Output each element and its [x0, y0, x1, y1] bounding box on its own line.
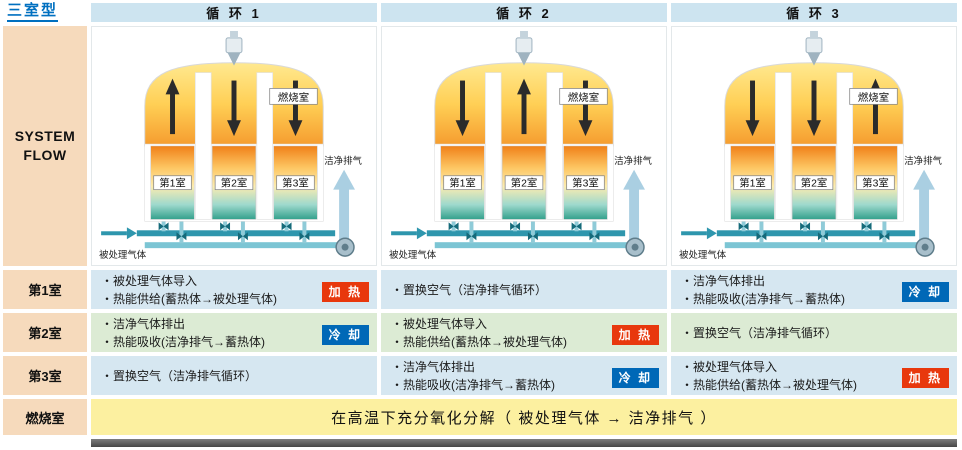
system-flow-label: SYSTEM FLOW — [3, 26, 87, 266]
combustion-row-text: 在高温下充分氧化分解（ 被处理气体 → 洁净排气 ） — [91, 399, 957, 435]
cool-badge: 冷 却 — [611, 368, 659, 388]
cell-line: ・热能吸收(洁净排气→蓄热体) — [391, 377, 555, 392]
page-title-text: 三室型 — [7, 3, 59, 22]
raw-gas-label: 被处理气体 — [389, 249, 437, 260]
raw-gas-label: 被处理气体 — [679, 249, 727, 260]
chamber-label: 第2室 — [801, 177, 828, 190]
cool-badge: 冷 却 — [901, 282, 949, 302]
table-cell: ・被处理气体导入・热能供给(蓄热体→被处理气体) 加 热 — [671, 356, 957, 395]
burner-icon — [225, 37, 243, 54]
burner-icon — [805, 37, 823, 54]
combustion-chamber-label: 燃烧室 — [278, 91, 309, 104]
chamber-label: 第2室 — [511, 177, 538, 190]
cell-line: ・洁净气体排出 — [101, 316, 186, 331]
cycle-1-header: 循 环 1 — [91, 3, 377, 22]
row-label-combustion: 燃烧室 — [3, 399, 87, 435]
raw-gas-inlet-arrow — [101, 231, 127, 236]
cell-line: ・洁净气体排出 — [681, 273, 766, 288]
cell-line: ・置换空气（洁净排气循环） — [391, 282, 548, 297]
table-cell: ・被处理气体导入・热能供给(蓄热体→被处理气体) 加 热 — [381, 313, 667, 352]
chamber-label: 第2室 — [221, 177, 248, 190]
row-label-chamber-3: 第3室 — [3, 356, 87, 395]
cell-line: ・热能供给(蓄热体→被处理气体) — [101, 291, 277, 306]
cool-badge: 冷 却 — [321, 325, 369, 345]
row-label-chamber-1: 第1室 — [3, 270, 87, 309]
clean-exhaust-arrow — [629, 187, 640, 244]
clean-exhaust-label: 洁净排气 — [614, 155, 652, 166]
chamber-label: 第1室 — [449, 177, 476, 190]
system-flow-line1: SYSTEM — [14, 128, 76, 145]
raw-gas-inlet-arrow — [681, 231, 707, 236]
supply-pipe — [426, 230, 626, 237]
cell-line: ・热能吸收(洁净排气→蓄热体) — [681, 291, 845, 306]
furnace-diagram-cycle-2: 第1室 第2室 第3室 燃烧室洁净排气被处理气体 — [381, 26, 667, 266]
table-cell: ・洁净气体排出・热能吸收(洁净排气→蓄热体) 冷 却 — [91, 313, 377, 352]
chamber-label: 第1室 — [739, 177, 766, 190]
supply-pipe — [136, 230, 336, 237]
page-title: 三室型 — [3, 3, 87, 22]
heat-badge: 加 热 — [901, 368, 949, 388]
combustion-chamber-label: 燃烧室 — [858, 91, 889, 104]
heat-badge: 加 热 — [611, 325, 659, 345]
exhaust-pipe — [724, 242, 926, 249]
furnace-diagram-cycle-1: 第1室 第2室 第3室 燃烧室洁净排气被处理气体 — [91, 26, 377, 266]
chamber-label: 第1室 — [159, 177, 186, 190]
clean-exhaust-label: 洁净排气 — [324, 155, 362, 166]
heat-badge: 加 热 — [321, 282, 369, 302]
table-cell: ・洁净气体排出・热能吸收(洁净排气→蓄热体) 冷 却 — [671, 270, 957, 309]
combustion-chamber-label: 燃烧室 — [568, 91, 599, 104]
raw-gas-label: 被处理气体 — [99, 249, 147, 260]
cell-line: ・热能供给(蓄热体→被处理气体) — [391, 334, 567, 349]
cell-line: ・置换空气（洁净排气循环） — [101, 368, 258, 383]
bottom-bar — [91, 439, 957, 447]
system-flow-line2: FLOW — [23, 147, 67, 163]
cell-line: ・被处理气体导入 — [681, 359, 778, 374]
exhaust-pipe — [434, 242, 636, 249]
table-cell: ・置换空气（洁净排气循环） — [671, 313, 957, 352]
cell-line: ・洁净气体排出 — [391, 359, 476, 374]
clean-exhaust-label: 洁净排气 — [904, 155, 942, 166]
table-cell: ・置换空气（洁净排气循环） — [381, 270, 667, 309]
burner-icon — [515, 37, 533, 54]
clean-exhaust-arrow — [919, 187, 930, 244]
table-cell: ・置换空气（洁净排气循环） — [91, 356, 377, 395]
cycle-2-header: 循 环 2 — [381, 3, 667, 22]
cell-line: ・置换空气（洁净排气循环） — [681, 325, 838, 340]
supply-pipe — [716, 230, 916, 237]
raw-gas-inlet-arrow — [391, 231, 417, 236]
furnace-diagram-cycle-3: 第1室 第2室 第3室 燃烧室洁净排气被处理气体 — [671, 26, 957, 266]
cell-line: ・被处理气体导入 — [391, 316, 488, 331]
table-cell: ・被处理气体导入・热能供给(蓄热体→被处理气体) 加 热 — [91, 270, 377, 309]
cell-line: ・热能吸收(洁净排气→蓄热体) — [101, 334, 265, 349]
cycle-3-header: 循 环 3 — [671, 3, 957, 22]
clean-exhaust-arrow — [339, 187, 350, 244]
chamber-label: 第3室 — [572, 177, 599, 190]
exhaust-pipe — [144, 242, 346, 249]
bottom-left-spacer — [3, 439, 87, 447]
chamber-label: 第3室 — [282, 177, 309, 190]
cell-line: ・被处理气体导入 — [101, 273, 198, 288]
row-label-chamber-2: 第2室 — [3, 313, 87, 352]
chamber-label: 第3室 — [862, 177, 889, 190]
cell-line: ・热能供给(蓄热体→被处理气体) — [681, 377, 857, 392]
table-cell: ・洁净气体排出・热能吸收(洁净排气→蓄热体) 冷 却 — [381, 356, 667, 395]
